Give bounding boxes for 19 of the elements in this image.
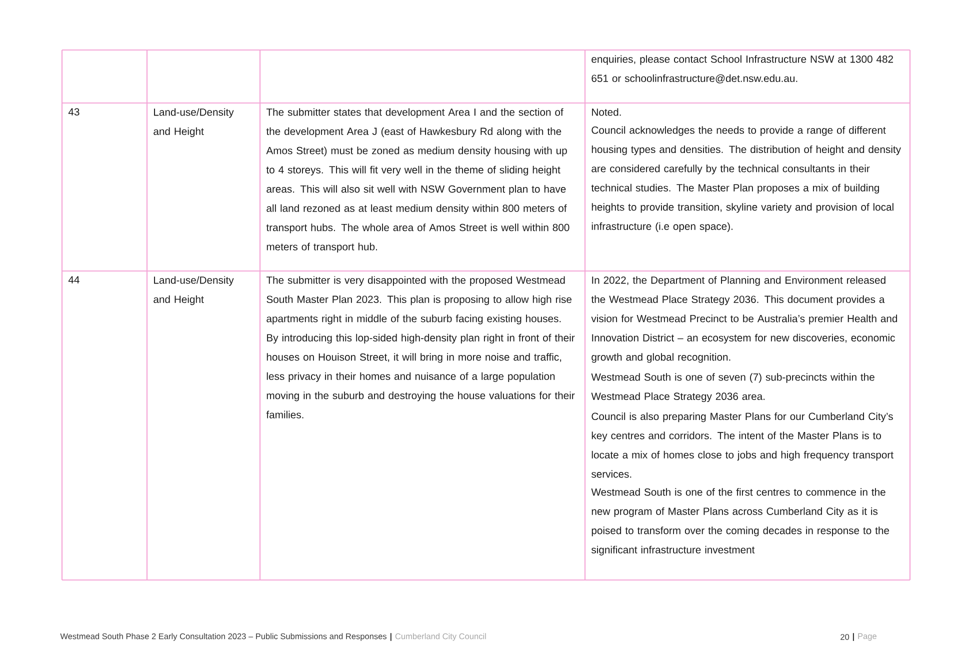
separator: | xyxy=(390,633,392,641)
topic-text: Land-use/Density and Height xyxy=(154,108,234,138)
response-text: Westmead South is one of the first centres to commence in the new program of Master Plans across Cumberland City as it is poised to transform over the coming decades in response to the significant infrastructure investment xyxy=(591,488,890,556)
response-text: Westmead South is one of seven (7) sub-precincts within the Westmead Place Strategy 2036 area. xyxy=(591,373,874,402)
footer-text: Westmead South Phase 2 Early Consultation 2023 – Public Submissions and Responses xyxy=(60,633,386,641)
page-label: Page xyxy=(858,633,876,641)
separator: | xyxy=(852,633,854,641)
response-text: enquiries, please contact School Infrastructure NSW at 1300 482 651 or schoolinfrastructure@det.nsw.edu.au. xyxy=(592,55,893,84)
response-text: Council is also preparing Master Plans for our Cumberland City’s key centres and corridors. The intent of the Master Plans is to locate a mix of homes close to jobs and high frequency transport services. xyxy=(591,412,894,478)
row-number: 44 xyxy=(68,276,80,284)
submission-text: The submitter states that development Area I and the section of the development Area J (east of Hawkesbury Rd along with the Amos Street) must be zoned as medium density housing with up to 4 storeys. This will fit very well in the theme of sliding height areas. This will also sit well with NSW Government plan to have all land rezoned as at least medium density within 800 meters of transport hubs. The whole area of Amos Street is well within 800 meters of transport hub. xyxy=(266,108,570,252)
submission-text: The submitter is very disappointed with the proposed Westmead South Master Plan 2023. This plan is proposing to allow high rise apartments right in middle of the suburb facing existing houses. By introducing this lop-sided high-density plan right in front of their houses on Houison Street, it will bring in more noise and traffic, less privacy in their homes and nuisance of a large population moving in the suburb and destroying the house valuations for their families. xyxy=(266,276,575,418)
footer-text: Cumberland City Council xyxy=(395,633,486,641)
response-text: Noted. xyxy=(592,108,621,116)
response-text: Council acknowledges the needs to provide a range of different housing types and densities. The distribution of height and density are considered carefully by the technical consultants in their technical studies. The Master Plan proposes a mix of building heights to provide transition, skyline variety and provision of local infrastructure (i.e open space). xyxy=(591,126,901,232)
row-number: 43 xyxy=(68,108,80,116)
topic-text: Land-use/Density and Height xyxy=(154,276,234,306)
page-number: 20 xyxy=(840,634,850,640)
response-text: In 2022, the Department of Planning and Environment released the Westmead Place Strategy 2036. This document provides a vision for Westmead Precinct to be Australia’s premier Health and Innovation District – an ecosystem for new discoveries, economic growth and global recognition. xyxy=(591,276,898,363)
